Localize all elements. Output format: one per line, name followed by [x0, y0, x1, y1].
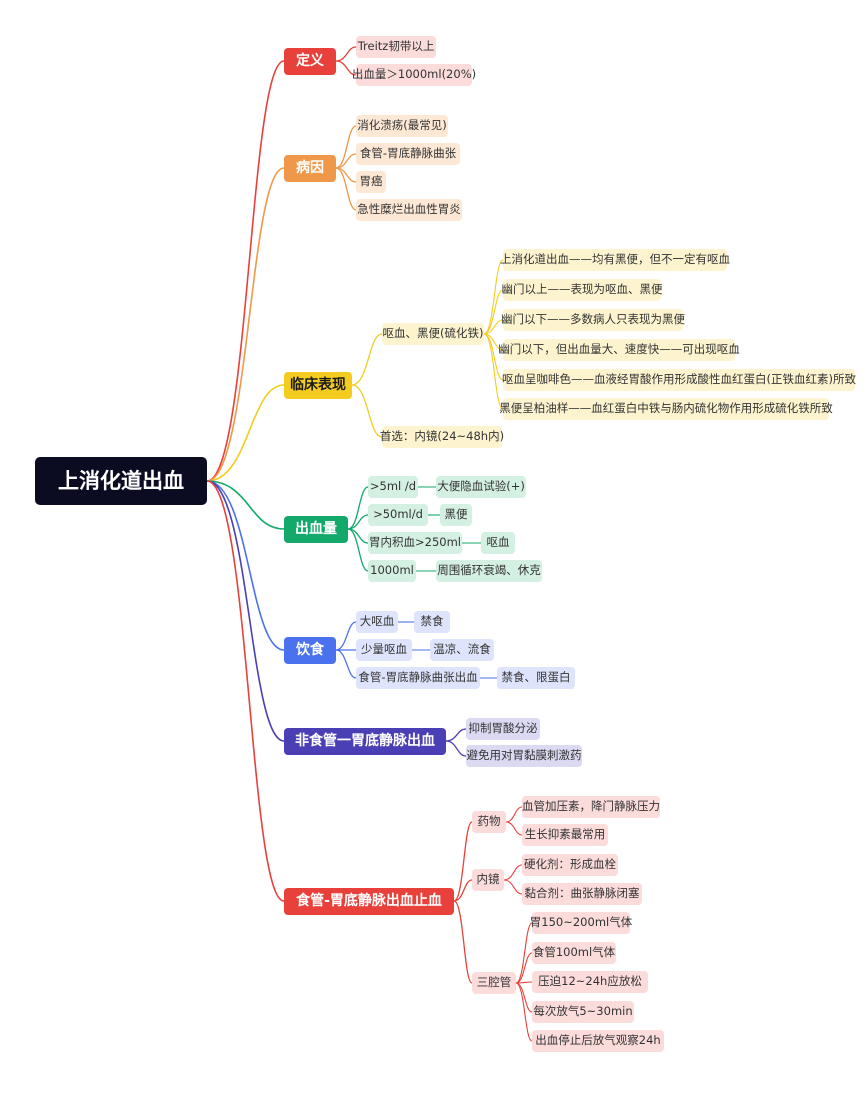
connector-line — [335, 60, 357, 76]
connector-line — [206, 167, 285, 482]
connector-line — [206, 480, 285, 902]
leaf-node[interactable]: Treitz韧带以上 — [356, 36, 436, 58]
leaf-node[interactable]: 胃内积血>250ml — [368, 532, 462, 554]
subleaf-node[interactable]: 禁食 — [414, 611, 450, 633]
leaf-node[interactable]: 大呕血 — [356, 611, 398, 633]
leaf-node[interactable]: >50ml/d — [368, 504, 428, 526]
subleaf-node[interactable]: 呕血呈咖啡色——血液经胃酸作用形成酸性血红蛋白(正铁血红素)所致 — [502, 369, 856, 391]
connector-line — [347, 528, 369, 572]
connector-line — [351, 384, 383, 438]
subleaf-node[interactable]: 食管100ml气体 — [532, 942, 616, 964]
connector-line — [483, 289, 504, 335]
subleaf-node[interactable]: 禁食、限蛋白 — [497, 667, 575, 689]
branch-node[interactable]: 非食管一胃底静脉出血 — [284, 727, 446, 755]
connector-line — [503, 864, 523, 881]
leaf-node[interactable]: 胃癌 — [356, 171, 386, 193]
branch-node[interactable]: 定义 — [284, 47, 336, 75]
subleaf-node[interactable]: 黑便呈柏油样——血红蛋白中铁与肠内硫化物作用形成硫化铁所致 — [499, 398, 833, 420]
connector-line — [351, 333, 383, 386]
subleaf-node[interactable]: 胃150~200ml气体 — [530, 912, 632, 934]
subleaf-node[interactable]: 黏合剂：曲张静脉闭塞 — [522, 883, 642, 905]
leaf-node[interactable]: 急性糜烂出血性胃炎 — [356, 199, 462, 221]
connector-line — [453, 879, 473, 902]
connector-line — [206, 60, 285, 482]
leaf-node[interactable]: 少量呕血 — [356, 639, 412, 661]
subleaf-node[interactable]: 幽门以下，但出血量大、速度快——可出现呕血 — [498, 339, 740, 361]
connector-line — [335, 125, 357, 169]
root-node[interactable]: 上消化道出血 — [35, 457, 207, 505]
leaf-node[interactable]: 呕血、黑便(硫化铁) — [382, 323, 484, 345]
leaf-node[interactable]: 出血量＞1000ml(20%) — [352, 64, 476, 86]
branch-node[interactable]: 饮食 — [284, 636, 336, 664]
connector-line — [483, 333, 504, 410]
subleaf-node[interactable]: 每次放气5~30min — [532, 1001, 634, 1023]
subleaf-node[interactable]: 幽门以上——表现为呕血、黑便 — [502, 279, 663, 301]
subleaf-node[interactable]: 黑便 — [440, 504, 472, 526]
connector-line — [335, 167, 357, 211]
connector-line — [453, 900, 473, 984]
connector-line — [335, 621, 357, 651]
subleaf-node[interactable]: 出血停止后放气观察24h — [532, 1030, 664, 1052]
subleaf-node[interactable]: 大便隐血试验(+) — [436, 476, 526, 498]
connector-line — [483, 319, 504, 335]
connector-line — [206, 480, 285, 530]
leaf-node[interactable]: 避免用对胃黏膜刺激药 — [466, 745, 582, 767]
branch-node[interactable]: 出血量 — [284, 515, 348, 543]
subleaf-node[interactable]: 幽门以下——多数病人只表现为黑便 — [501, 309, 685, 331]
branch-node[interactable]: 食管-胃底静脉出血止血 — [284, 887, 454, 915]
connector-line — [515, 982, 533, 1042]
subleaf-node[interactable]: 压迫12~24h应放松 — [532, 971, 648, 993]
leaf-node[interactable]: 抑制胃酸分泌 — [466, 718, 540, 740]
connector-line — [453, 821, 473, 902]
leaf-node[interactable]: 内镜 — [472, 869, 504, 891]
branch-node[interactable]: 临床表现 — [284, 371, 352, 399]
subleaf-node[interactable]: 上消化道出血——均有黑便，但不一定有呕血 — [500, 249, 730, 271]
leaf-node[interactable]: 三腔管 — [472, 972, 516, 994]
subleaf-node[interactable]: 呕血 — [481, 532, 515, 554]
branch-node[interactable]: 病因 — [284, 154, 336, 182]
connector-line — [445, 740, 467, 757]
connector-line — [505, 821, 523, 836]
connector-line — [206, 384, 285, 482]
subleaf-node[interactable]: 硬化剂：形成血栓 — [522, 854, 618, 876]
connector-line — [483, 259, 504, 335]
leaf-node[interactable]: 首选：内镜(24~48h内) — [380, 426, 504, 448]
leaf-node[interactable]: 食管-胃底静脉曲张 — [356, 143, 460, 165]
connector-line — [347, 486, 369, 530]
subleaf-node[interactable]: 周围循环衰竭、休克 — [436, 560, 542, 582]
leaf-node[interactable]: 1000ml — [368, 560, 416, 582]
connector-line — [503, 879, 523, 895]
connector-line — [515, 922, 533, 984]
leaf-node[interactable]: >5ml /d — [368, 476, 418, 498]
leaf-node[interactable]: 消化溃疡(最常见) — [356, 115, 448, 137]
subleaf-node[interactable]: 血管加压素，降门静脉压力 — [522, 796, 660, 818]
subleaf-node[interactable]: 温凉、流食 — [430, 639, 494, 661]
leaf-node[interactable]: 药物 — [472, 811, 506, 833]
leaf-node[interactable]: 食管-胃底静脉曲张出血 — [356, 667, 480, 689]
connector-line — [206, 480, 285, 651]
connector-line — [206, 480, 285, 742]
connector-line — [335, 649, 357, 679]
subleaf-node[interactable]: 生长抑素最常用 — [522, 824, 608, 846]
connector-line — [505, 806, 523, 823]
connector-line — [515, 952, 533, 984]
